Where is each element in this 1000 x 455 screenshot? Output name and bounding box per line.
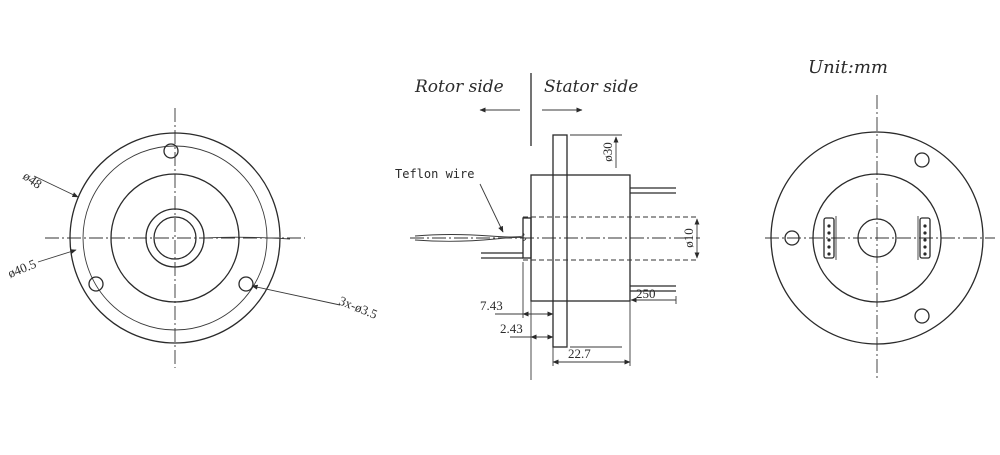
dim-22-7-label: 22.7: [568, 346, 591, 361]
brush-contact: [923, 238, 927, 242]
brush-contact: [827, 238, 831, 242]
brush-contact: [923, 252, 927, 256]
dim-250-label: 250: [636, 286, 656, 301]
rear-hole-left: [784, 230, 800, 246]
rotor-wire-1: [414, 232, 525, 238]
front-hub-circle: [145, 208, 205, 268]
dia-40-5-label: ø40.5: [6, 256, 39, 281]
brush-block-right: [919, 217, 931, 259]
brush-contact: [827, 252, 831, 256]
rear-outer-circle: [770, 131, 984, 345]
dia-10-label: ø10: [681, 228, 696, 248]
rear-body-circle: [812, 173, 942, 303]
rear-bore-circle: [857, 218, 897, 258]
rear-hole-top-right: [914, 152, 930, 168]
dia-40-5-leader: [37, 249, 77, 263]
dia-48-leader: [33, 175, 79, 198]
teflon-wire-label: Teflon wire: [395, 167, 474, 181]
brush-contact: [827, 224, 831, 228]
dia-48-label: ø48: [20, 168, 45, 191]
mounting-hole-left: [88, 276, 104, 292]
stator-side-label: Stator side: [544, 77, 638, 97]
brush-contact: [923, 231, 927, 235]
mounting-hole-top: [163, 143, 179, 159]
side-view: Rotor side Stator side Teflon wire ø30: [395, 73, 700, 380]
unit-label: Unit:mm: [808, 57, 888, 78]
rotor-side-label: Rotor side: [414, 77, 504, 97]
brush-contact: [827, 245, 831, 249]
rear-view: Unit:mm: [765, 57, 995, 378]
front-body-circle: [110, 173, 240, 303]
brush-contact: [923, 224, 927, 228]
teflon-wire-leader: [479, 183, 504, 233]
mounting-hole-right: [238, 276, 254, 292]
brush-contact: [923, 245, 927, 249]
front-bore-circle: [153, 216, 197, 260]
dim-7-43-label: 7.43: [480, 298, 503, 313]
front-view: ø48 ø40.5 3x-ø3.5: [6, 108, 380, 368]
holes-label: 3x-ø3.5: [337, 293, 380, 322]
rotor-wire-2: [414, 236, 527, 242]
rear-hole-bottom-right: [914, 308, 930, 324]
brush-contact: [827, 231, 831, 235]
flange: [552, 134, 568, 348]
front-wire-trace: [204, 236, 291, 240]
brush-block-left: [823, 217, 835, 259]
dia-30-label: ø30: [600, 142, 615, 162]
dim-2-43-label: 2.43: [500, 321, 523, 336]
holes-leader: [251, 284, 341, 306]
